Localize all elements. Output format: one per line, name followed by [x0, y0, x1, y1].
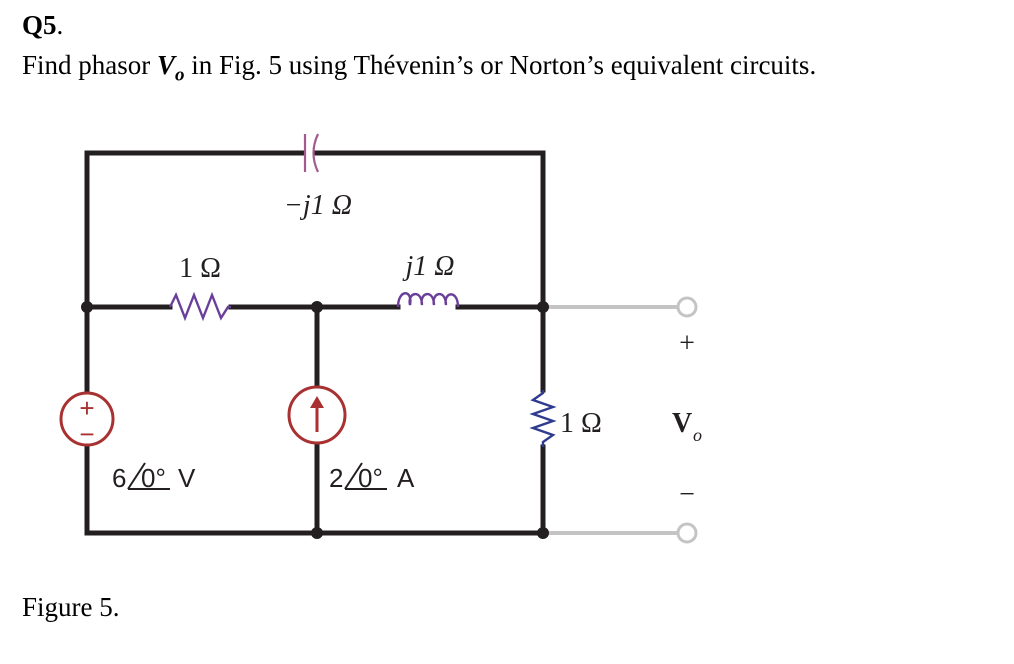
resistor-right-symbol: [529, 390, 557, 447]
capacitor-symbol: [303, 133, 319, 173]
resistor-right-label: 1 Ω: [560, 408, 602, 439]
current-source-label: 2 0° A: [329, 462, 415, 493]
current-source-angle: 0°: [358, 463, 383, 493]
question-vo: Vo: [157, 50, 185, 86]
voltage-source-unit: V: [178, 463, 196, 493]
inductor-label: j1 Ω: [402, 251, 454, 282]
question-text-before: Find phasor: [22, 50, 157, 80]
junction-right-bottom: [537, 527, 549, 539]
figure-caption: Figure 5.: [22, 592, 120, 622]
voltage-source-plus: +: [79, 393, 94, 423]
question-number: Q5.: [22, 10, 64, 40]
capacitor-label: −j1 Ω: [284, 190, 352, 221]
question-text: Find phasor Vo in Fig. 5 using Thévenin’…: [22, 50, 816, 86]
voltage-source-minus: −: [79, 419, 94, 449]
output-terminal-bottom: [676, 522, 698, 544]
junction-center-bottom: [311, 527, 323, 539]
output-plus-label: +: [679, 328, 695, 359]
voltage-source-symbol: + −: [59, 391, 115, 449]
current-source-symbol: [287, 385, 347, 445]
output-minus-label: −: [679, 479, 695, 510]
voltage-source-label: 6 0° V: [112, 462, 196, 493]
svg-text:V: V: [672, 408, 692, 439]
inductor-symbol: [396, 292, 460, 308]
resistor-left-label: 1 Ω: [179, 253, 221, 284]
junction-center-top: [311, 301, 323, 313]
voltage-source-angle: 0°: [141, 463, 166, 493]
output-vo-label: V o: [672, 408, 702, 445]
output-terminal-leads: [543, 296, 698, 544]
output-terminal-top: [676, 296, 698, 318]
current-source-unit: A: [397, 463, 415, 493]
voltage-source-value: 6: [112, 463, 126, 493]
svg-text:o: o: [693, 425, 702, 445]
resistor-left-symbol: [168, 291, 231, 322]
current-source-value: 2: [329, 463, 343, 493]
current-direction-arrow: [310, 396, 324, 408]
junction-left-middle: [81, 301, 93, 313]
junction-right-middle: [537, 301, 549, 313]
question-text-after: in Fig. 5 using Thévenin’s or Norton’s e…: [184, 50, 817, 80]
